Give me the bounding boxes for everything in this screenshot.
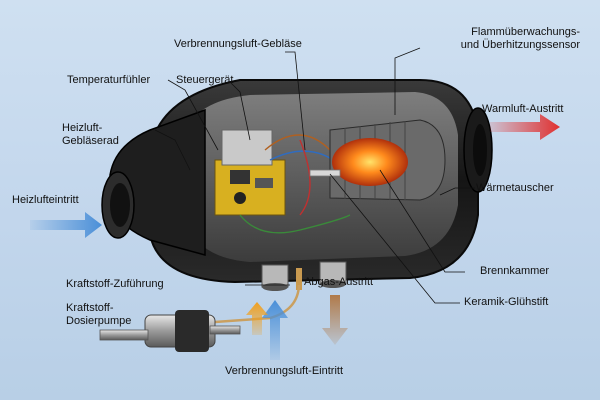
label-heating-air-fan: Heizluft- Gebläserad bbox=[62, 122, 119, 147]
label-exhaust-outlet: Abgas-Austritt bbox=[304, 276, 374, 288]
fuel-supply-arrow bbox=[246, 302, 268, 335]
exhaust-outlet-arrow bbox=[322, 295, 348, 345]
combustion-air-inlet-arrow bbox=[262, 300, 288, 360]
label-heating-air-inlet: Heizlufteintritt bbox=[12, 194, 79, 206]
leader-lines bbox=[154, 47, 475, 304]
label-glow-pin: Keramik-Glühstift bbox=[464, 296, 549, 308]
label-temperature-sensor: Temperaturfühler bbox=[67, 74, 151, 86]
label-fuel-supply: Kraftstoff-Zuführung bbox=[66, 278, 164, 290]
label-warm-air-outlet: Warmluft-Austritt bbox=[482, 103, 564, 115]
inlet-funnel bbox=[101, 108, 206, 256]
label-combustion-air-inlet: Verbrennungsluft-Eintritt bbox=[225, 365, 344, 377]
glow-pin bbox=[309, 169, 341, 177]
label-flame-monitor: Flammüberwachungs- und Überhitzungssenso… bbox=[460, 26, 580, 51]
control-unit bbox=[214, 129, 286, 216]
label-control-unit: Steuergerät bbox=[176, 74, 234, 86]
warm-air-outlet-arrow bbox=[490, 114, 560, 140]
bottom-ports bbox=[261, 261, 347, 291]
label-combustion-air-blower: Verbrennungsluft-Gebläse bbox=[174, 38, 302, 50]
dosing-pump bbox=[99, 310, 241, 352]
heating-air-inlet-arrow bbox=[30, 212, 102, 238]
label-dosing-pump: Kraftstoff- Dosierpumpe bbox=[66, 302, 132, 327]
label-combustion-chamber: Brennkammer bbox=[480, 265, 550, 277]
flame bbox=[332, 138, 408, 186]
label-heat-exchanger: Wärmetauscher bbox=[476, 182, 554, 194]
